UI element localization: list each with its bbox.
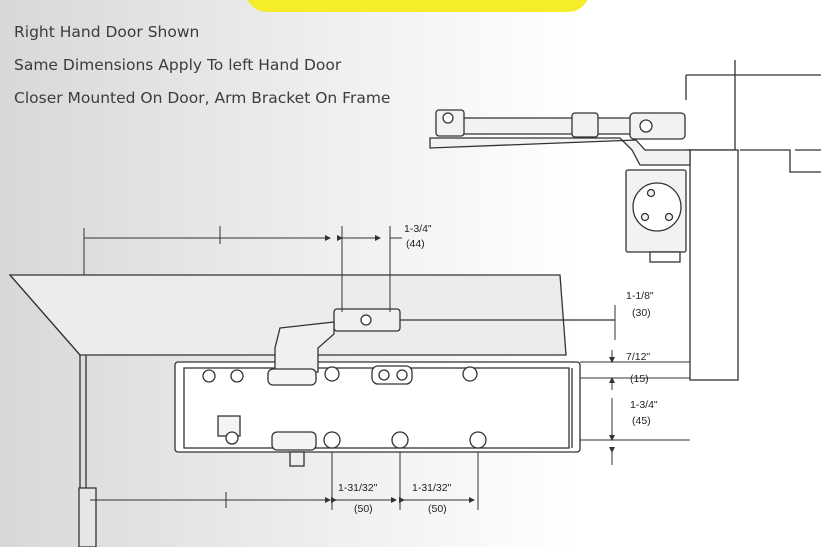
dim-right-mid-imperial: 7/12" — [626, 351, 650, 363]
dim-bottom-right-metric: (50) — [428, 503, 447, 515]
dim-right-low-metric: (45) — [632, 415, 651, 427]
frame-outline — [685, 60, 821, 173]
title-banner — [245, 0, 590, 12]
bracket-plate — [632, 182, 682, 232]
dimension-labels: 1-3/4" (44) 1-1/8" (30) 7/12" (15) 1-3/4… — [338, 223, 658, 515]
side-view — [429, 60, 821, 381]
front-view — [8, 274, 615, 547]
door-edge — [78, 487, 97, 547]
dim-right-top-imperial: 1-1/8" — [626, 290, 654, 302]
dim-top-imperial: 1-3/4" — [404, 223, 432, 235]
dim-bottom-left-metric: (50) — [354, 503, 373, 515]
dim-right-top-metric: (30) — [632, 307, 651, 319]
door-jamb — [689, 149, 739, 381]
notes-block: Right Hand Door Shown Same Dimensions Ap… — [14, 16, 390, 115]
dim-right-mid-metric: (15) — [630, 373, 649, 385]
dim-bottom-right-imperial: 1-31/32" — [412, 482, 452, 494]
note-same-dimensions: Same Dimensions Apply To left Hand Door — [14, 56, 342, 74]
dimension-lines — [83, 226, 690, 510]
closer-arm — [457, 117, 639, 135]
arm-joint — [571, 112, 599, 138]
dim-bottom-left-imperial: 1-31/32" — [338, 482, 378, 494]
note-right-hand-door: Right Hand Door Shown — [14, 23, 200, 41]
note-mounting: Closer Mounted On Door, Arm Bracket On F… — [14, 89, 391, 107]
arm-end-right — [629, 112, 686, 140]
mounting-plate — [429, 137, 691, 166]
dim-top-metric: (44) — [406, 238, 425, 250]
dim-right-low-imperial: 1-3/4" — [630, 399, 658, 411]
